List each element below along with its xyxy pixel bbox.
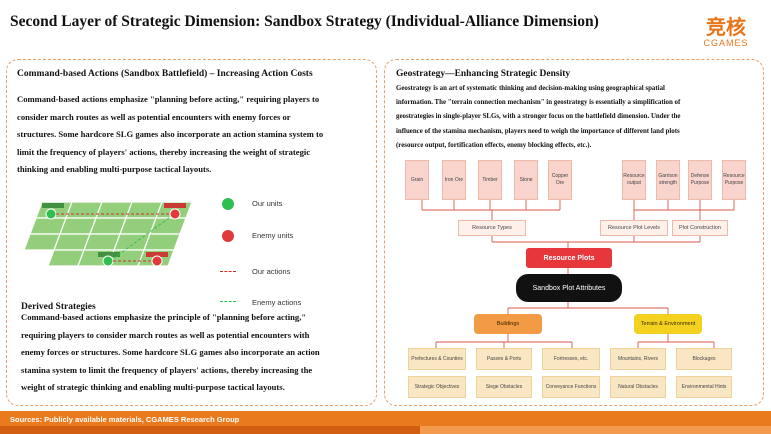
diagram-node-mountains-rivers: Mountains, Rivers xyxy=(610,348,666,370)
logo-english-text: CGAMES xyxy=(703,38,749,48)
diagram-node-passes-ports: Passes & Ports xyxy=(476,348,532,370)
cgames-logo: 竞核 CGAMES xyxy=(693,16,759,48)
our-unit-tag xyxy=(98,252,120,257)
right-line: geostrategies in single-player SLGs, wit… xyxy=(396,113,681,121)
diagram-node-grain: Grain xyxy=(405,160,429,200)
derived-line: weight of strategic thinking and enablin… xyxy=(21,382,285,393)
left-line: thinking and enabling multi-purpose tact… xyxy=(17,164,212,175)
diagram-node-siege-obstacles: Siege Obstacles xyxy=(476,376,532,398)
left-line: consider march routes as well as potenti… xyxy=(17,111,291,122)
diagram-label-plot-construction: Plot Construction xyxy=(672,220,728,236)
diagram-node-resource-output: Resource output xyxy=(622,160,646,200)
right-paragraph: Geostrategy is an art of systematic thin… xyxy=(396,82,758,153)
enemy-units-legend-icon xyxy=(222,230,234,242)
left-heading: Command-based Actions (Sandbox Battlefie… xyxy=(17,69,313,79)
footer-source: Sources: Publicly available materials, C… xyxy=(10,415,240,424)
diagram-label-resource-plot-levels: Resource Plot Levels xyxy=(600,220,668,236)
diagram-node-buildings: Buildings xyxy=(474,314,542,334)
diagram-node-strategic-objectives: Strategic Objectives xyxy=(408,376,466,398)
our-units-legend-label: Our units xyxy=(252,199,283,208)
right-line: influence of the stamina mechanism, play… xyxy=(396,127,680,135)
enemy-unit-marker xyxy=(151,255,163,267)
diagram-node-iron-ore: Iron Ore xyxy=(442,160,466,200)
diagram-node-resource-purpose: Resource Purpose xyxy=(722,160,746,200)
derived-line: enemy forces or structures. Some hardcor… xyxy=(21,347,320,358)
logo-chinese-text: 竞核 xyxy=(706,15,746,39)
right-heading: Geostrategy—Enhancing Strategic Density xyxy=(396,69,571,79)
enemy-unit-tag xyxy=(146,252,168,257)
left-line: structures. Some hardcore SLG games also… xyxy=(17,129,324,140)
diagram-node-blockages: Blockages xyxy=(676,348,732,370)
derived-line: Command-based actions emphasize the prin… xyxy=(21,312,307,322)
bottom-strip xyxy=(0,426,771,434)
bottom-strip-accent xyxy=(420,426,771,434)
derived-line: stamina system to limit the frequency of… xyxy=(21,364,313,375)
derived-line: requiring players to consider march rout… xyxy=(21,329,310,340)
enemy-units-legend-label: Enemy units xyxy=(252,231,294,240)
enemy-unit-marker xyxy=(169,208,181,220)
enemy-actions-legend-line xyxy=(220,301,236,302)
diagram-node-timber: Timber xyxy=(478,160,502,200)
map-tile xyxy=(143,233,181,251)
left-line: Command-based actions emphasize "plannin… xyxy=(17,94,320,104)
diagram-node-garrison-strength: Garrison strength xyxy=(656,160,680,200)
diagram-node-defense-purpose: Defense Purpose xyxy=(688,160,712,200)
battlefield-map-illustration xyxy=(23,201,193,267)
page-title: Second Layer of Strategic Dimension: San… xyxy=(10,13,599,30)
right-panel xyxy=(384,59,764,406)
derived-strategies-paragraph: Command-based actions emphasize the prin… xyxy=(21,309,376,397)
our-unit-marker xyxy=(102,255,114,267)
derived-strategies-heading: Derived Strategies xyxy=(21,302,96,312)
diagram-node-resource-plots: Resource Plots xyxy=(526,248,612,268)
our-units-legend-icon xyxy=(222,198,234,210)
diagram-node-fortresses: Fortresses, etc. xyxy=(542,348,600,370)
diagram-label-resource-types: Resource Types xyxy=(458,220,526,236)
left-panel xyxy=(6,59,377,406)
diagram-node-stone: Stone xyxy=(514,160,538,200)
enemy-unit-tag xyxy=(164,203,186,208)
diagram-node-sandbox-plot-attributes: Sandbox Plot Attributes xyxy=(516,274,622,302)
enemy-action-path xyxy=(113,217,170,259)
diagram-node-terrain-environment: Terrain & Environment xyxy=(634,314,702,334)
right-line: Geostrategy is an art of systematic thin… xyxy=(396,85,665,92)
diagram-node-environmental-hints: Environmental Hints xyxy=(676,376,732,398)
our-actions-legend-label: Our actions xyxy=(252,267,291,276)
map-tile xyxy=(149,217,187,235)
right-line: (resource output, fortification effects,… xyxy=(396,141,592,149)
enemy-actions-legend-label: Enemy actions xyxy=(252,298,302,307)
left-line: limit the frequency of players' actions,… xyxy=(17,146,311,157)
left-paragraph: Command-based actions emphasize "plannin… xyxy=(17,91,372,179)
diagram-node-conveyance-functions: Conveyance Functions xyxy=(542,376,600,398)
our-actions-legend-line xyxy=(220,271,236,272)
our-unit-tag xyxy=(42,203,64,208)
our-unit-marker xyxy=(45,208,57,220)
right-line: information. The "terrain connection mec… xyxy=(396,99,681,107)
diagram-node-prefectures-counties: Prefectures & Counties xyxy=(408,348,466,370)
diagram-node-copper-ore: Copper Ore xyxy=(548,160,572,200)
diagram-connectors xyxy=(421,200,735,348)
diagram-node-natural-obstacles: Natural Obstacles xyxy=(610,376,666,398)
